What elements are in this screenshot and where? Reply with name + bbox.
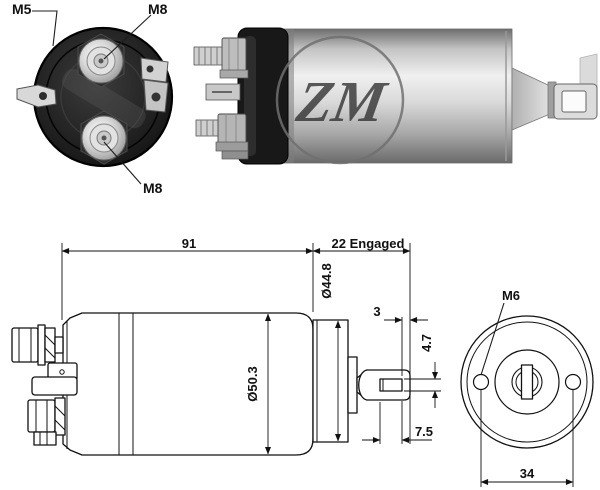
- spade-terminal: [16, 84, 57, 108]
- plunger-eye-slot: [379, 378, 403, 392]
- dim-eye-slot-length-text: 7.5: [415, 424, 433, 439]
- terminal-boss-bottom: [80, 110, 128, 165]
- front-boss-outline: [347, 356, 358, 414]
- label-m8-top-leader: [103, 14, 152, 60]
- plunger-slot-bar: [520, 364, 534, 400]
- label-m8-bottom-leader: [103, 141, 142, 185]
- dim-front-diameter: Ø44.8: [319, 263, 341, 442]
- dim-eye-slot-height: 4.7: [404, 334, 441, 408]
- dim-engaged-length: 22 Engaged: [312, 236, 411, 444]
- mounting-hole-right: [564, 373, 582, 391]
- dim-eye-slot-length: 7.5: [362, 401, 433, 444]
- photo-terminal-studs: [193, 37, 249, 160]
- label-m8-top: M8: [148, 1, 168, 17]
- solenoid-body-outline: [62, 312, 314, 456]
- dim-front-diameter-text: Ø44.8: [319, 263, 334, 298]
- label-m5: M5: [12, 1, 32, 17]
- label-m5-leader: [32, 10, 58, 47]
- mounting-bracket: [140, 57, 169, 113]
- dim-body-diameter: Ø50.3: [245, 313, 271, 455]
- dim-engaged-length-text: 22 Engaged: [332, 236, 405, 251]
- flange-band-lines: [118, 313, 134, 455]
- solenoid-body-photo: [281, 28, 513, 164]
- dim-body-diameter-text: Ø50.3: [245, 366, 260, 401]
- dim-overall-length-text: 91: [182, 236, 196, 251]
- side-view-drawing: 91 22 Engaged Ø44.8 Ø50.3 3: [11, 236, 441, 456]
- label-m8-bottom: M8: [143, 180, 163, 196]
- plunger-fork-photo: [511, 53, 598, 131]
- dim-hole-spacing-text: 34: [520, 466, 535, 481]
- terminal-studs-drawing: [11, 324, 78, 446]
- side-view-photo: ZM: [193, 27, 598, 165]
- dim-eye-tip-thickness: 3: [373, 304, 428, 376]
- switch-cap-sheen: [244, 36, 256, 156]
- contact-bridge: [62, 68, 146, 129]
- dim-eye-tip-thickness-text: 3: [373, 304, 380, 319]
- end-view-photo: M5 M8 M8: [12, 1, 174, 196]
- dim-overall-length: 91: [61, 236, 314, 320]
- label-m6-group: M6: [480, 288, 520, 376]
- zm-watermark-circle: [275, 35, 405, 165]
- front-view-drawing: M6 34: [460, 288, 594, 487]
- front-view-ring: [466, 321, 588, 443]
- terminal-boss-top: [77, 33, 125, 88]
- dim-eye-slot-height-text: 4.7: [419, 334, 434, 352]
- front-section-outline: [312, 319, 349, 443]
- dim-hole-spacing: 34: [480, 390, 574, 487]
- front-view-inner-circle: [494, 349, 560, 415]
- zm-watermark-text: ZM: [291, 69, 392, 134]
- label-m6: M6: [502, 288, 520, 303]
